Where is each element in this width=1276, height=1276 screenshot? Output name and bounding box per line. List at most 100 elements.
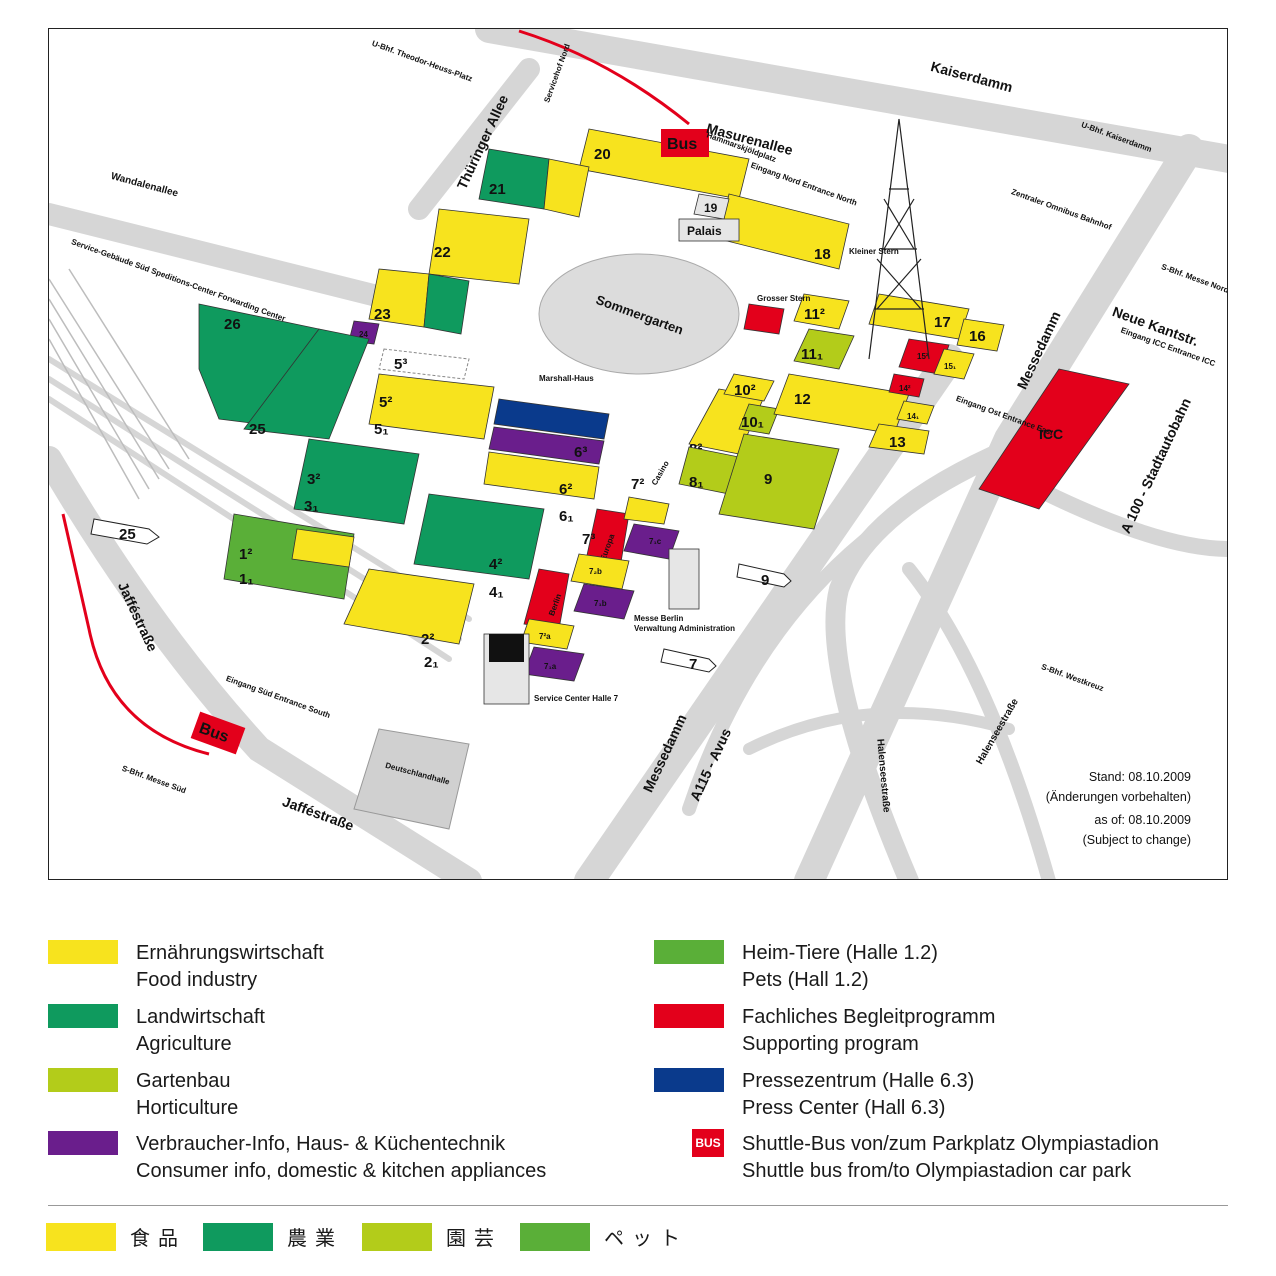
agriculture-swatch xyxy=(48,1004,118,1028)
supporting-swatch xyxy=(654,1004,724,1028)
hall-10-2-label: 10² xyxy=(734,382,756,399)
hall-10-2[interactable] xyxy=(723,373,775,402)
casino-label: Casino xyxy=(650,459,671,487)
hall-6-3[interactable] xyxy=(488,426,605,465)
legend-bus-de: Shuttle-Bus von/zum Parkplatz Olympiasta… xyxy=(742,1133,1159,1155)
hall-21a[interactable] xyxy=(543,158,590,218)
hall-11-2[interactable] xyxy=(793,293,850,330)
legend-food-de: Ernährungswirtschaft xyxy=(136,942,324,964)
hall-14-1-label: 14₁ xyxy=(907,412,920,421)
hall-4-2[interactable] xyxy=(413,493,545,580)
hall-7-1b[interactable] xyxy=(573,583,635,620)
deutschlandhalle xyxy=(353,728,470,830)
hall-1-2-label: 1² xyxy=(239,546,252,563)
messe-berlin-admin xyxy=(668,548,700,610)
street-a100: A 100 - Stadtautobahn xyxy=(1117,396,1194,536)
gate-9-number: 9 xyxy=(761,572,769,589)
hall-10-1[interactable] xyxy=(738,403,780,435)
hall-2-2[interactable] xyxy=(343,568,475,645)
hall-19-label: 19 xyxy=(704,201,718,215)
legend-supp-en: Supporting program xyxy=(742,1033,919,1055)
legend-agri-de: Landwirtschaft xyxy=(136,1006,265,1028)
jp-agri-swatch xyxy=(203,1222,273,1251)
hall-12-label: 12 xyxy=(794,391,811,408)
bus-route-south xyxy=(61,513,210,756)
horticulture-swatch xyxy=(48,1068,118,1092)
hall-3-2[interactable] xyxy=(293,438,420,525)
hall-13[interactable] xyxy=(868,423,930,455)
legend-press: Pressezentrum (Halle 6.3)Press Center (H… xyxy=(654,1068,974,1122)
hall-21-label: 21 xyxy=(489,181,506,198)
hall-6-2[interactable] xyxy=(483,451,600,500)
hall-7-2b-label: 7₂b xyxy=(589,567,602,576)
jp-legend-pets: ペット xyxy=(520,1222,688,1251)
hall-2-1-label: 2₁ xyxy=(424,654,439,671)
hall-22[interactable] xyxy=(428,208,530,285)
hall-5-3 xyxy=(378,348,470,380)
hall-10-1-label: 10₁ xyxy=(741,414,764,431)
hall-25[interactable] xyxy=(243,328,370,440)
legend-shuttle-bus: BUS Shuttle-Bus von/zum Parkplatz Olympi… xyxy=(654,1129,1159,1185)
hall-9-label: 9 xyxy=(764,471,772,488)
hall-4-1-label: 4₁ xyxy=(489,584,504,601)
hall-14-1[interactable] xyxy=(896,400,935,425)
marshall-haus-label: Marshall-Haus xyxy=(539,374,594,383)
service-center-label: Service Center Halle 7 xyxy=(534,694,619,703)
pets-swatch xyxy=(654,940,724,964)
legend-divider xyxy=(48,1205,1228,1206)
jp-food-swatch xyxy=(46,1222,116,1251)
station-s-westkreuz[interactable]: S-Bhf. Westkreuz xyxy=(1040,662,1105,693)
station-s-messe-nord[interactable]: S-Bhf. Messe Nord/ICC xyxy=(1160,262,1228,300)
station-u-theodor-heuss-platz[interactable]: U-Bhf. Theodor-Heuss-Platz xyxy=(371,39,474,84)
bus-stop-south[interactable]: Bus xyxy=(190,711,246,755)
consumer-swatch xyxy=(48,1131,118,1155)
legend-cons-de: Verbraucher-Info, Haus- & Küchentechnik xyxy=(136,1133,506,1155)
press-swatch xyxy=(654,1068,724,1092)
hall-14-2[interactable] xyxy=(888,373,925,398)
gate-9[interactable]: 9 xyxy=(736,563,792,589)
station-s-messe-sued[interactable]: S-Bhf. Messe Süd xyxy=(121,764,188,796)
legend-bus-en: Shuttle bus from/to Olympiastadion car p… xyxy=(742,1160,1132,1182)
food-swatch xyxy=(48,940,118,964)
hall-9[interactable] xyxy=(718,433,840,530)
gate-25[interactable]: 25 xyxy=(90,518,160,545)
hall-5-3-label: 5³ xyxy=(394,356,407,373)
hall-11-1[interactable] xyxy=(793,328,855,370)
icc-building[interactable] xyxy=(978,368,1130,510)
palais-label: Palais xyxy=(687,224,722,238)
jp-hort-swatch xyxy=(362,1222,432,1251)
legend-pets-en: Pets (Hall 1.2) xyxy=(742,969,869,991)
hall-1-2b[interactable] xyxy=(291,528,355,568)
legend-press-en: Press Center (Hall 6.3) xyxy=(742,1097,946,1119)
hall-11-2-label: 11² xyxy=(804,306,825,323)
bus-stop-north[interactable]: Bus xyxy=(661,129,709,157)
hall-14-2-label: 14² xyxy=(899,384,911,393)
hall-7-2c[interactable] xyxy=(623,496,670,525)
legend-agri-en: Agriculture xyxy=(136,1033,232,1055)
hall-23b[interactable] xyxy=(423,273,470,335)
hall-7-1b-label: 7₁b xyxy=(594,599,607,608)
hall-3-1-label: 3₁ xyxy=(304,498,319,515)
legend-cons-en: Consumer info, domestic & kitchen applia… xyxy=(136,1160,547,1182)
hall-21[interactable] xyxy=(478,148,550,210)
hall-4-2-label: 4² xyxy=(489,556,502,573)
legend-pets-de: Heim-Tiere (Halle 1.2) xyxy=(742,942,938,964)
map-canvas: Sommergarten 20 18 19 Palais 21 22 23 24… xyxy=(49,29,1228,879)
hall-15-1[interactable] xyxy=(933,348,975,380)
zob-label: Zentraler Omnibus Bahnhof xyxy=(1010,187,1113,232)
hall-16[interactable] xyxy=(956,318,1005,352)
entrance-north-label[interactable]: Eingang Nord Entrance North xyxy=(750,161,859,208)
gate-7-number: 7 xyxy=(689,656,697,673)
sommergarten xyxy=(538,253,740,375)
hall-7-2-label: 7² xyxy=(631,476,644,493)
hall-17-label: 17 xyxy=(934,314,951,331)
jp-agri-label: 農業 xyxy=(287,1228,343,1250)
gate-25-number: 25 xyxy=(119,526,136,543)
press-center-6-3[interactable] xyxy=(493,398,610,440)
gate-7[interactable]: 7 xyxy=(660,648,717,673)
hall-6-1-label: 6₁ xyxy=(559,508,574,525)
hall-5-2[interactable] xyxy=(368,373,495,440)
jp-food-label: 食品 xyxy=(130,1228,186,1250)
